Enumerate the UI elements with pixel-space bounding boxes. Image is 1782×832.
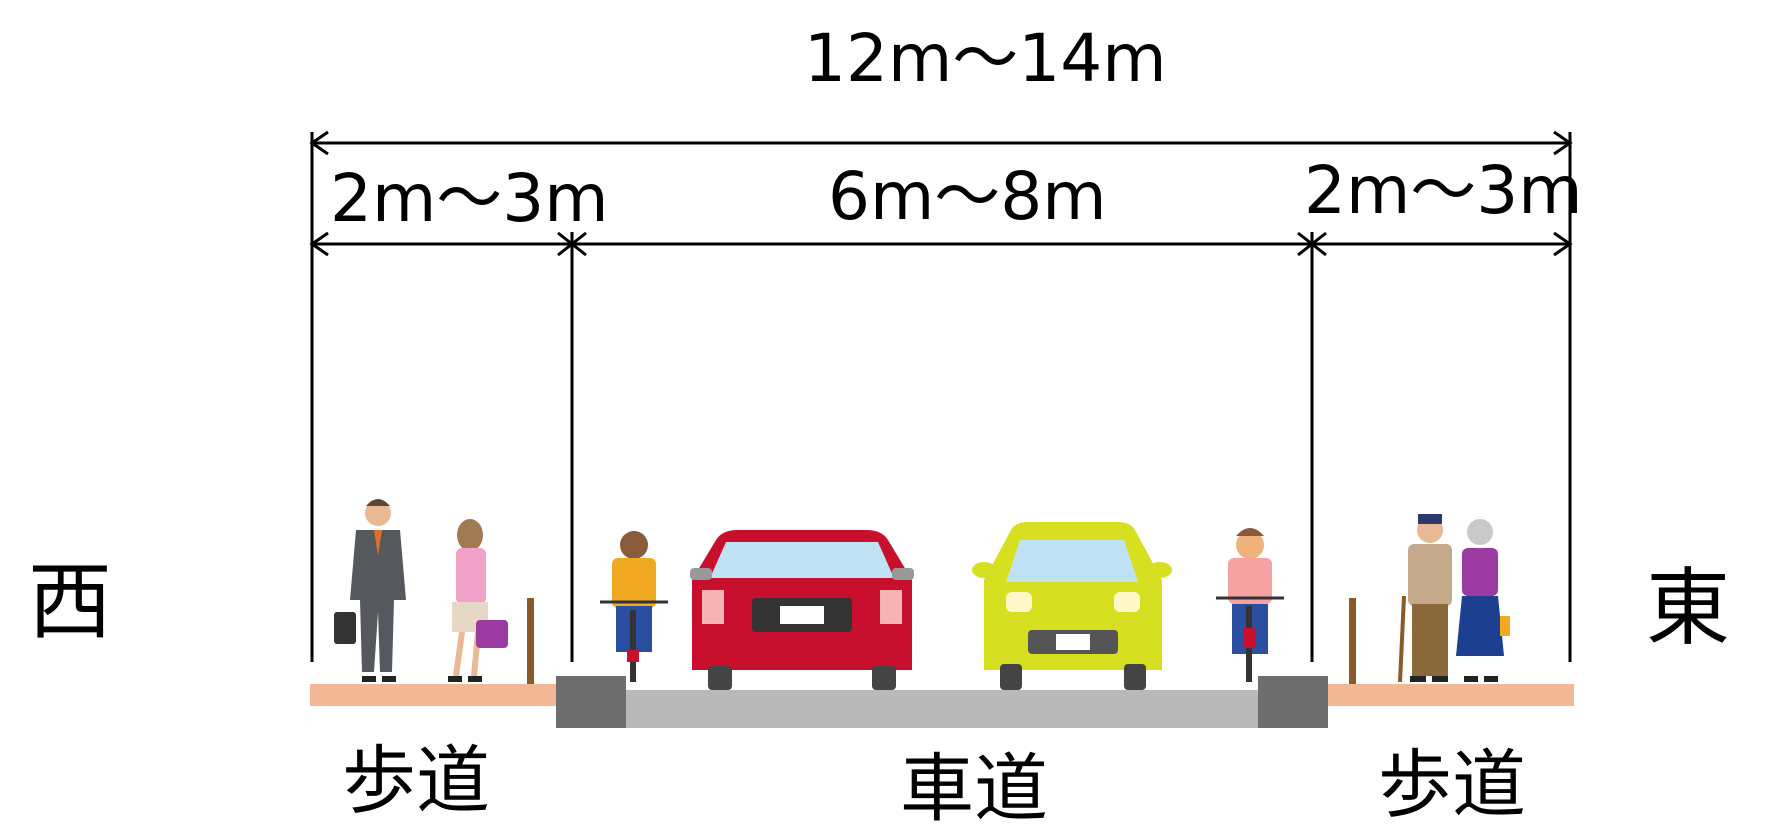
curb-left bbox=[556, 676, 626, 728]
sidewalk-left-label: 歩道 bbox=[342, 738, 490, 824]
sidewalk-right-surface bbox=[1328, 684, 1574, 706]
total-width-label: 12m〜14m bbox=[804, 20, 1167, 97]
west-label: 西 bbox=[28, 553, 113, 651]
sidewalk-right-label: 歩道 bbox=[1378, 742, 1526, 828]
bollard-left bbox=[527, 598, 534, 684]
curb-right bbox=[1258, 676, 1328, 728]
roadway-label: 車道 bbox=[900, 746, 1048, 832]
pedestrian-elderly-woman-icon bbox=[1456, 519, 1510, 682]
pedestrian-elderly-man-icon bbox=[1398, 514, 1452, 683]
roadway-width-label: 6m〜8m bbox=[828, 158, 1107, 235]
dimension-lines bbox=[309, 130, 1573, 662]
cyclist-left-icon bbox=[600, 531, 668, 682]
road-cross-section bbox=[309, 130, 1574, 728]
pedestrian-woman-icon bbox=[448, 519, 508, 682]
yellow-car-icon bbox=[972, 522, 1172, 690]
pedestrian-businessman-icon bbox=[334, 499, 406, 682]
sidewalk-left-surface bbox=[310, 684, 558, 706]
red-car-icon bbox=[690, 530, 914, 690]
sidewalk-left-width-label: 2m〜3m bbox=[330, 160, 609, 237]
road-surface bbox=[556, 690, 1328, 728]
cyclist-right-icon bbox=[1216, 528, 1284, 682]
east-label: 東 bbox=[1646, 559, 1731, 657]
bollard-right bbox=[1349, 598, 1356, 684]
sidewalk-right-width-label: 2m〜3m bbox=[1304, 152, 1583, 229]
